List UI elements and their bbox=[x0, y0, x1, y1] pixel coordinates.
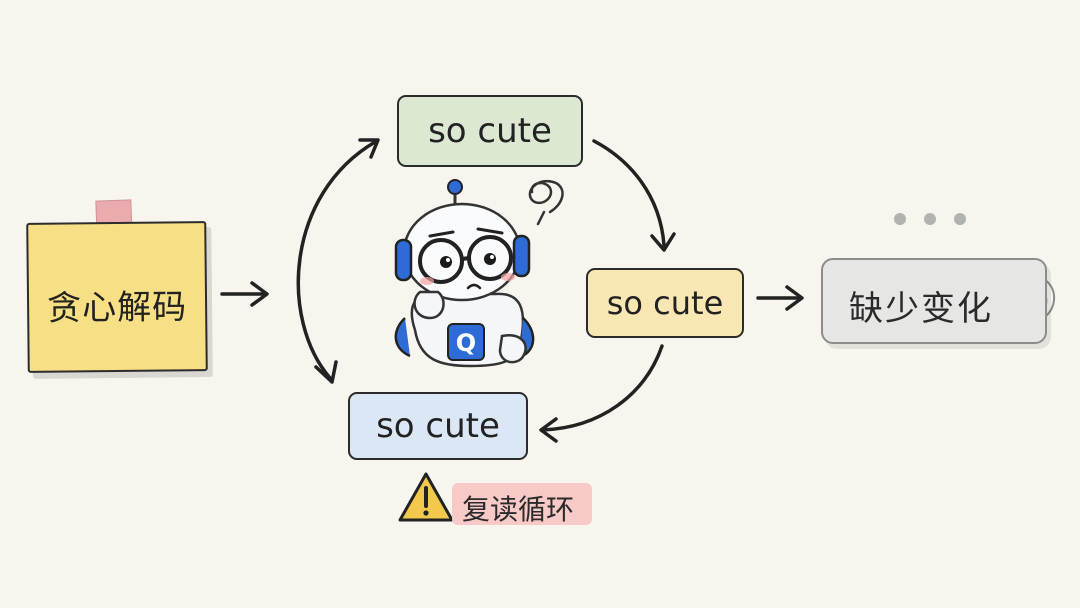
result-label: 缺少变化 bbox=[849, 289, 993, 329]
ellipsis-icon bbox=[894, 207, 974, 231]
dot bbox=[924, 213, 936, 225]
warning-label: 复读循环 bbox=[462, 493, 575, 526]
confused-swirl-icon bbox=[528, 180, 564, 226]
arrow-icon bbox=[756, 285, 804, 311]
dot bbox=[894, 213, 906, 225]
loop-token-top: so cute bbox=[397, 95, 583, 167]
arrow-icon bbox=[592, 139, 676, 252]
result-box: 缺少变化 bbox=[821, 258, 1047, 344]
arrow-icon bbox=[220, 281, 269, 307]
loop-token-right: so cute bbox=[586, 268, 744, 338]
arrow-icon bbox=[296, 138, 380, 384]
robot-icon: Q bbox=[394, 179, 535, 368]
warning-icon bbox=[398, 472, 454, 522]
robot-badge: Q bbox=[456, 329, 476, 357]
dot bbox=[954, 213, 966, 225]
loop-token-bottom: so cute bbox=[348, 392, 528, 460]
warning-tag: 复读循环 bbox=[452, 483, 592, 526]
arrow-icon bbox=[539, 344, 664, 443]
